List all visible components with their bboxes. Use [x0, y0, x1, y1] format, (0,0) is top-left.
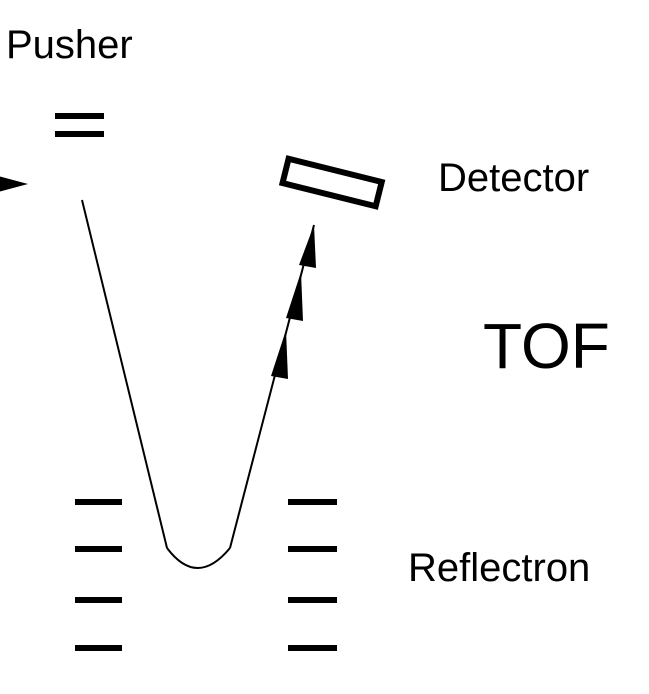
ion-arrow-1	[271, 330, 288, 379]
ion-flight-path	[81, 199, 315, 569]
tof-label: TOF	[483, 310, 610, 382]
ion-arrow-2	[286, 272, 303, 321]
ion-turnaround-arc	[166, 547, 231, 569]
ion-path-arrows	[271, 225, 316, 379]
detector	[278, 155, 386, 210]
reflectron-plates	[75, 499, 337, 651]
pusher-label: Pusher	[6, 23, 133, 67]
reflectron-label: Reflectron	[408, 546, 590, 590]
ion-arrow-3	[299, 225, 316, 268]
pusher-plates	[55, 113, 104, 137]
ion-beam-inlet-arrow	[0, 176, 28, 192]
detector-label: Detector	[438, 156, 589, 200]
ion-path-down	[81, 199, 168, 549]
